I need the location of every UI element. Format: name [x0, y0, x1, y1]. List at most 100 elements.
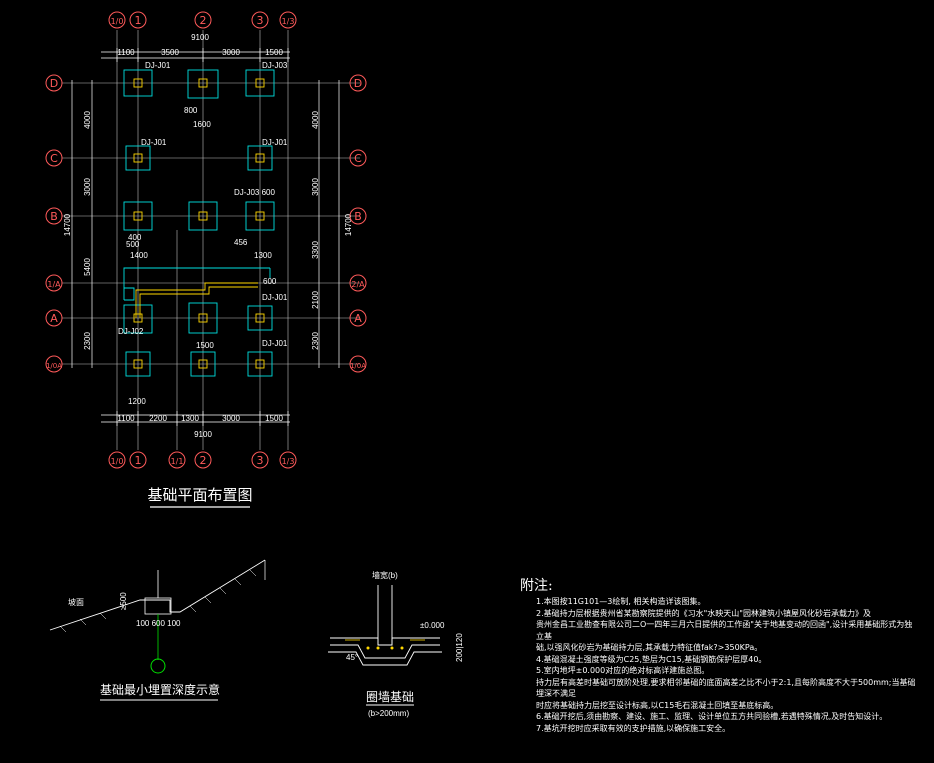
footing-pad	[123, 304, 153, 334]
side-dim-label: 200|120	[455, 633, 464, 662]
footing-label: DJ-J03	[262, 61, 288, 70]
grid-label: 1/0A	[350, 362, 366, 370]
angle-label: 45°	[346, 653, 358, 662]
grid-label: C	[50, 152, 58, 165]
dim-left-seg: 4000	[83, 111, 92, 129]
foundation-plan: 9100 1100 3500 3000 1500 9100 1100 2200 …	[45, 11, 367, 508]
grid-bubble	[279, 11, 297, 29]
dim-right-seg: 4000	[311, 111, 320, 129]
dim-label: 1400	[130, 251, 148, 260]
grid-label: 1/0	[111, 457, 124, 466]
dim-label: 600	[263, 277, 277, 286]
dim-label: 1200	[128, 397, 146, 406]
note-item: 4.基础混凝土强度等级为C25,垫层为C15,基础钢筋保护层厚40。	[536, 654, 767, 664]
dim-bottom-seg: 1500	[265, 414, 283, 423]
grid-bubble	[45, 207, 63, 225]
footing-pad	[247, 351, 273, 377]
grid-bubble	[45, 274, 63, 292]
footing-pad	[123, 69, 153, 97]
grid-label: 1/A	[47, 280, 61, 289]
dim-bottom-seg: 1300	[181, 414, 199, 423]
note-item: 5.室内地坪±0.000对应的绝对标高详建施总图。	[536, 666, 710, 675]
footing-pad	[125, 351, 151, 377]
dim-label: 1500	[196, 341, 214, 350]
footing-pad	[245, 69, 275, 97]
dim-right-seg: 3300	[311, 241, 320, 259]
detail2-title: 圈墙基础	[366, 690, 414, 704]
dim-bottom-seg: 3000	[222, 414, 240, 423]
grid-label: 1/0	[111, 17, 124, 26]
note-item: 6.基础开挖后,须由勘察、建设、施工、监理、设计单位五方共同验槽,若遇特殊情况,…	[536, 712, 888, 721]
wall-width-label: 墙宽(b)	[372, 570, 398, 580]
footing-pad	[188, 201, 218, 231]
dim-top-seg: 1100	[117, 48, 135, 57]
dim-top-seg: 1500	[265, 48, 283, 57]
dim-label: 400	[128, 233, 142, 242]
grid-bubble	[194, 11, 212, 29]
grid-label: A	[50, 312, 58, 325]
grid-bubble	[168, 451, 186, 469]
grid-label: C	[354, 152, 362, 165]
footing-label: DJ-J01	[262, 138, 288, 147]
dim-left-seg: 2300	[83, 332, 92, 350]
grid-bubble	[108, 11, 126, 29]
footing-pad	[247, 305, 273, 331]
plan-title: 基础平面布置图	[147, 486, 252, 504]
grid-bubble	[349, 355, 367, 373]
grid-label: 1/1	[171, 457, 184, 466]
grid-bubble	[45, 74, 63, 92]
grid-label: 2	[200, 14, 207, 27]
dim-label: 800	[184, 106, 198, 115]
grid-label: 1/0A	[46, 362, 62, 370]
note-item: 础,以强风化砂岩为基础持力层,其承载力特征值fak?>350KPa。	[536, 643, 763, 652]
grid-bubble	[251, 11, 269, 29]
dim-label: 1600	[193, 120, 211, 129]
footing-label: DJ-J01	[262, 339, 288, 348]
footing-pad	[247, 145, 273, 171]
note-item: 时应将基础持力层挖至设计标高,以C15毛石混凝土回填至基底标高。	[536, 700, 779, 710]
footing-label: DJ-J01	[145, 61, 171, 70]
grid-bubble	[349, 149, 367, 167]
dim-bottom-seg: 2200	[149, 414, 167, 423]
footing-pad	[187, 69, 219, 99]
grid-bubble	[279, 451, 297, 469]
wall-footing-detail: 墙宽(b) ±0.000 45° 200|120 圈墙基础 (b>200mm)	[328, 570, 464, 718]
grid-label: D	[50, 77, 58, 90]
dim-label: 456	[234, 238, 248, 247]
note-item: 2.基础持力层根据贵州省某勘察院提供的《习水"水映天山"园林建筑小镇屋风化砂岩承…	[536, 608, 871, 618]
dim-bottom-total: 9100	[194, 430, 212, 439]
grid-bubble	[349, 274, 367, 292]
grid-bubble	[45, 309, 63, 327]
grid-bubble	[108, 451, 126, 469]
detail2-subtitle: (b>200mm)	[368, 709, 409, 718]
grid-bubble	[129, 11, 147, 29]
dim-left-seg: 3000	[83, 178, 92, 196]
note-item: 7.基坑开挖时应采取有效的支护措施,以确保施工安全。	[536, 723, 731, 733]
dim-top-seg: 3000	[222, 48, 240, 57]
dim-right-seg: 2300	[311, 332, 320, 350]
grid-label: 2/A	[351, 280, 365, 289]
notes-title: 附注:	[520, 578, 553, 594]
notes-list: 1.本图按11G101—3绘制, 相关构造详该图集。 2.基础持力层根据贵州省某…	[536, 596, 916, 734]
footing-label: DJ-J01	[141, 138, 167, 147]
footing-pad	[125, 145, 151, 171]
footing-pad	[188, 302, 218, 334]
grid-bubble	[349, 74, 367, 92]
note-item: 持力层有高差时基础可放阶处理,要求相邻基础的底面高差之比不小于2:1,且每阶高度…	[536, 677, 916, 699]
grid-bubble	[349, 309, 367, 327]
footing-label: DJ-J02	[118, 327, 144, 336]
dim-right-total: 14700	[344, 213, 353, 236]
grid-bubble	[251, 451, 269, 469]
footing-label: DJ-J03 600	[234, 188, 275, 197]
grid-label: D	[354, 77, 362, 90]
min-depth-detail: 坡面 ≥500 100 600 100 基础最小埋置深度示意	[49, 559, 266, 701]
grid-bubble	[45, 149, 63, 167]
grid-bubble	[129, 451, 147, 469]
grid-label: 1/3	[282, 457, 295, 466]
width-label: 100 600 100	[136, 619, 181, 628]
slope-label: 坡面	[68, 597, 84, 607]
dim-right-seg: 2100	[311, 291, 320, 309]
note-item: 1.本图按11G101—3绘制, 相关构造详该图集。	[536, 597, 706, 606]
footing-pad	[245, 201, 275, 231]
grid-label: 2	[200, 454, 207, 467]
